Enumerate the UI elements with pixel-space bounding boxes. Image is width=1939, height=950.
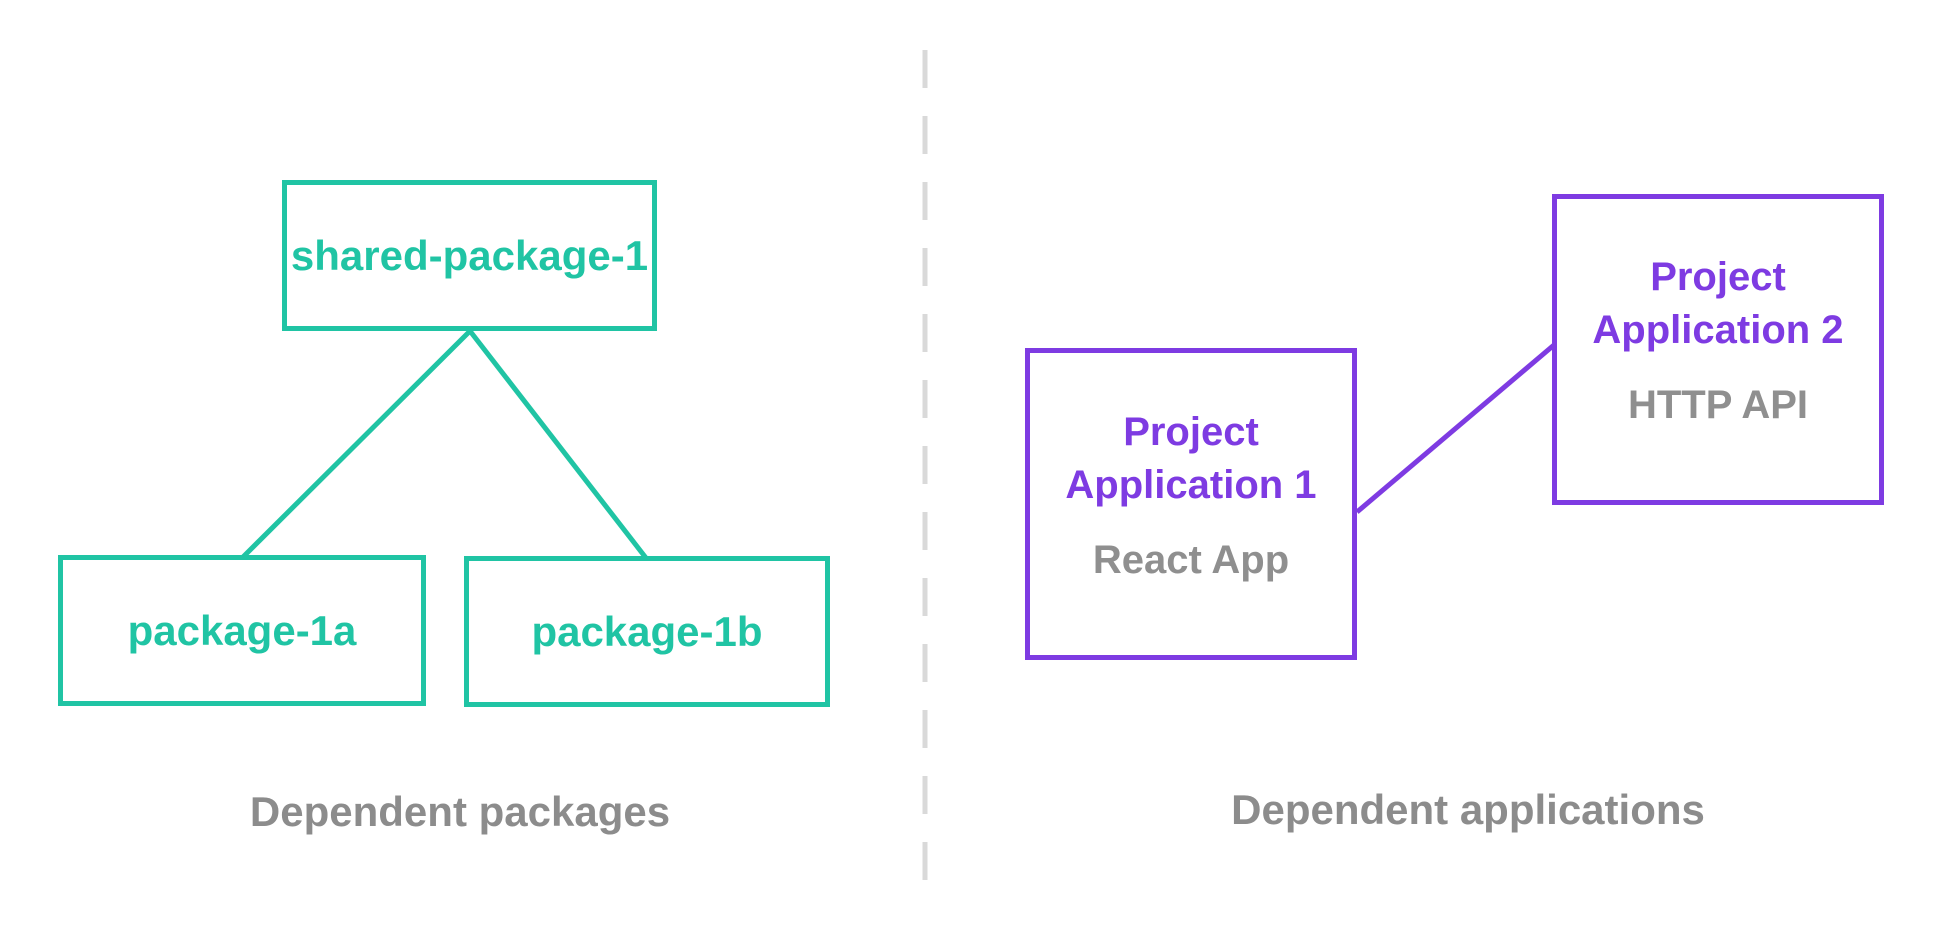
node-project-application-1: Project Application 1 React App — [1025, 348, 1357, 660]
node-package-1a: package-1a — [58, 555, 426, 706]
left-section-label: Dependent packages — [249, 788, 671, 835]
node-shared-package-1: shared-package-1 — [282, 180, 657, 331]
edge-application-1-to-application-2 — [1355, 343, 1556, 514]
node-subtitle: React App — [1092, 537, 1290, 582]
node-title-line: Application 2 — [1592, 308, 1844, 352]
edge-shared-package-to-package-1b — [468, 329, 648, 560]
node-project-application-2: Project Application 2 HTTP API — [1552, 194, 1884, 505]
node-title-line: Project — [1650, 255, 1786, 299]
node-label: package-1a — [127, 606, 357, 654]
node-title-line: Application 1 — [1065, 462, 1317, 507]
node-label: shared-package-1 — [290, 231, 649, 279]
node-subtitle: HTTP API — [1627, 383, 1809, 427]
node-title-line: Project — [1123, 409, 1259, 454]
node-package-1b: package-1b — [464, 556, 830, 707]
right-section-label: Dependent applications — [1231, 786, 1705, 833]
edge-shared-package-to-package-1a — [241, 329, 472, 559]
node-label: package-1b — [531, 607, 763, 655]
